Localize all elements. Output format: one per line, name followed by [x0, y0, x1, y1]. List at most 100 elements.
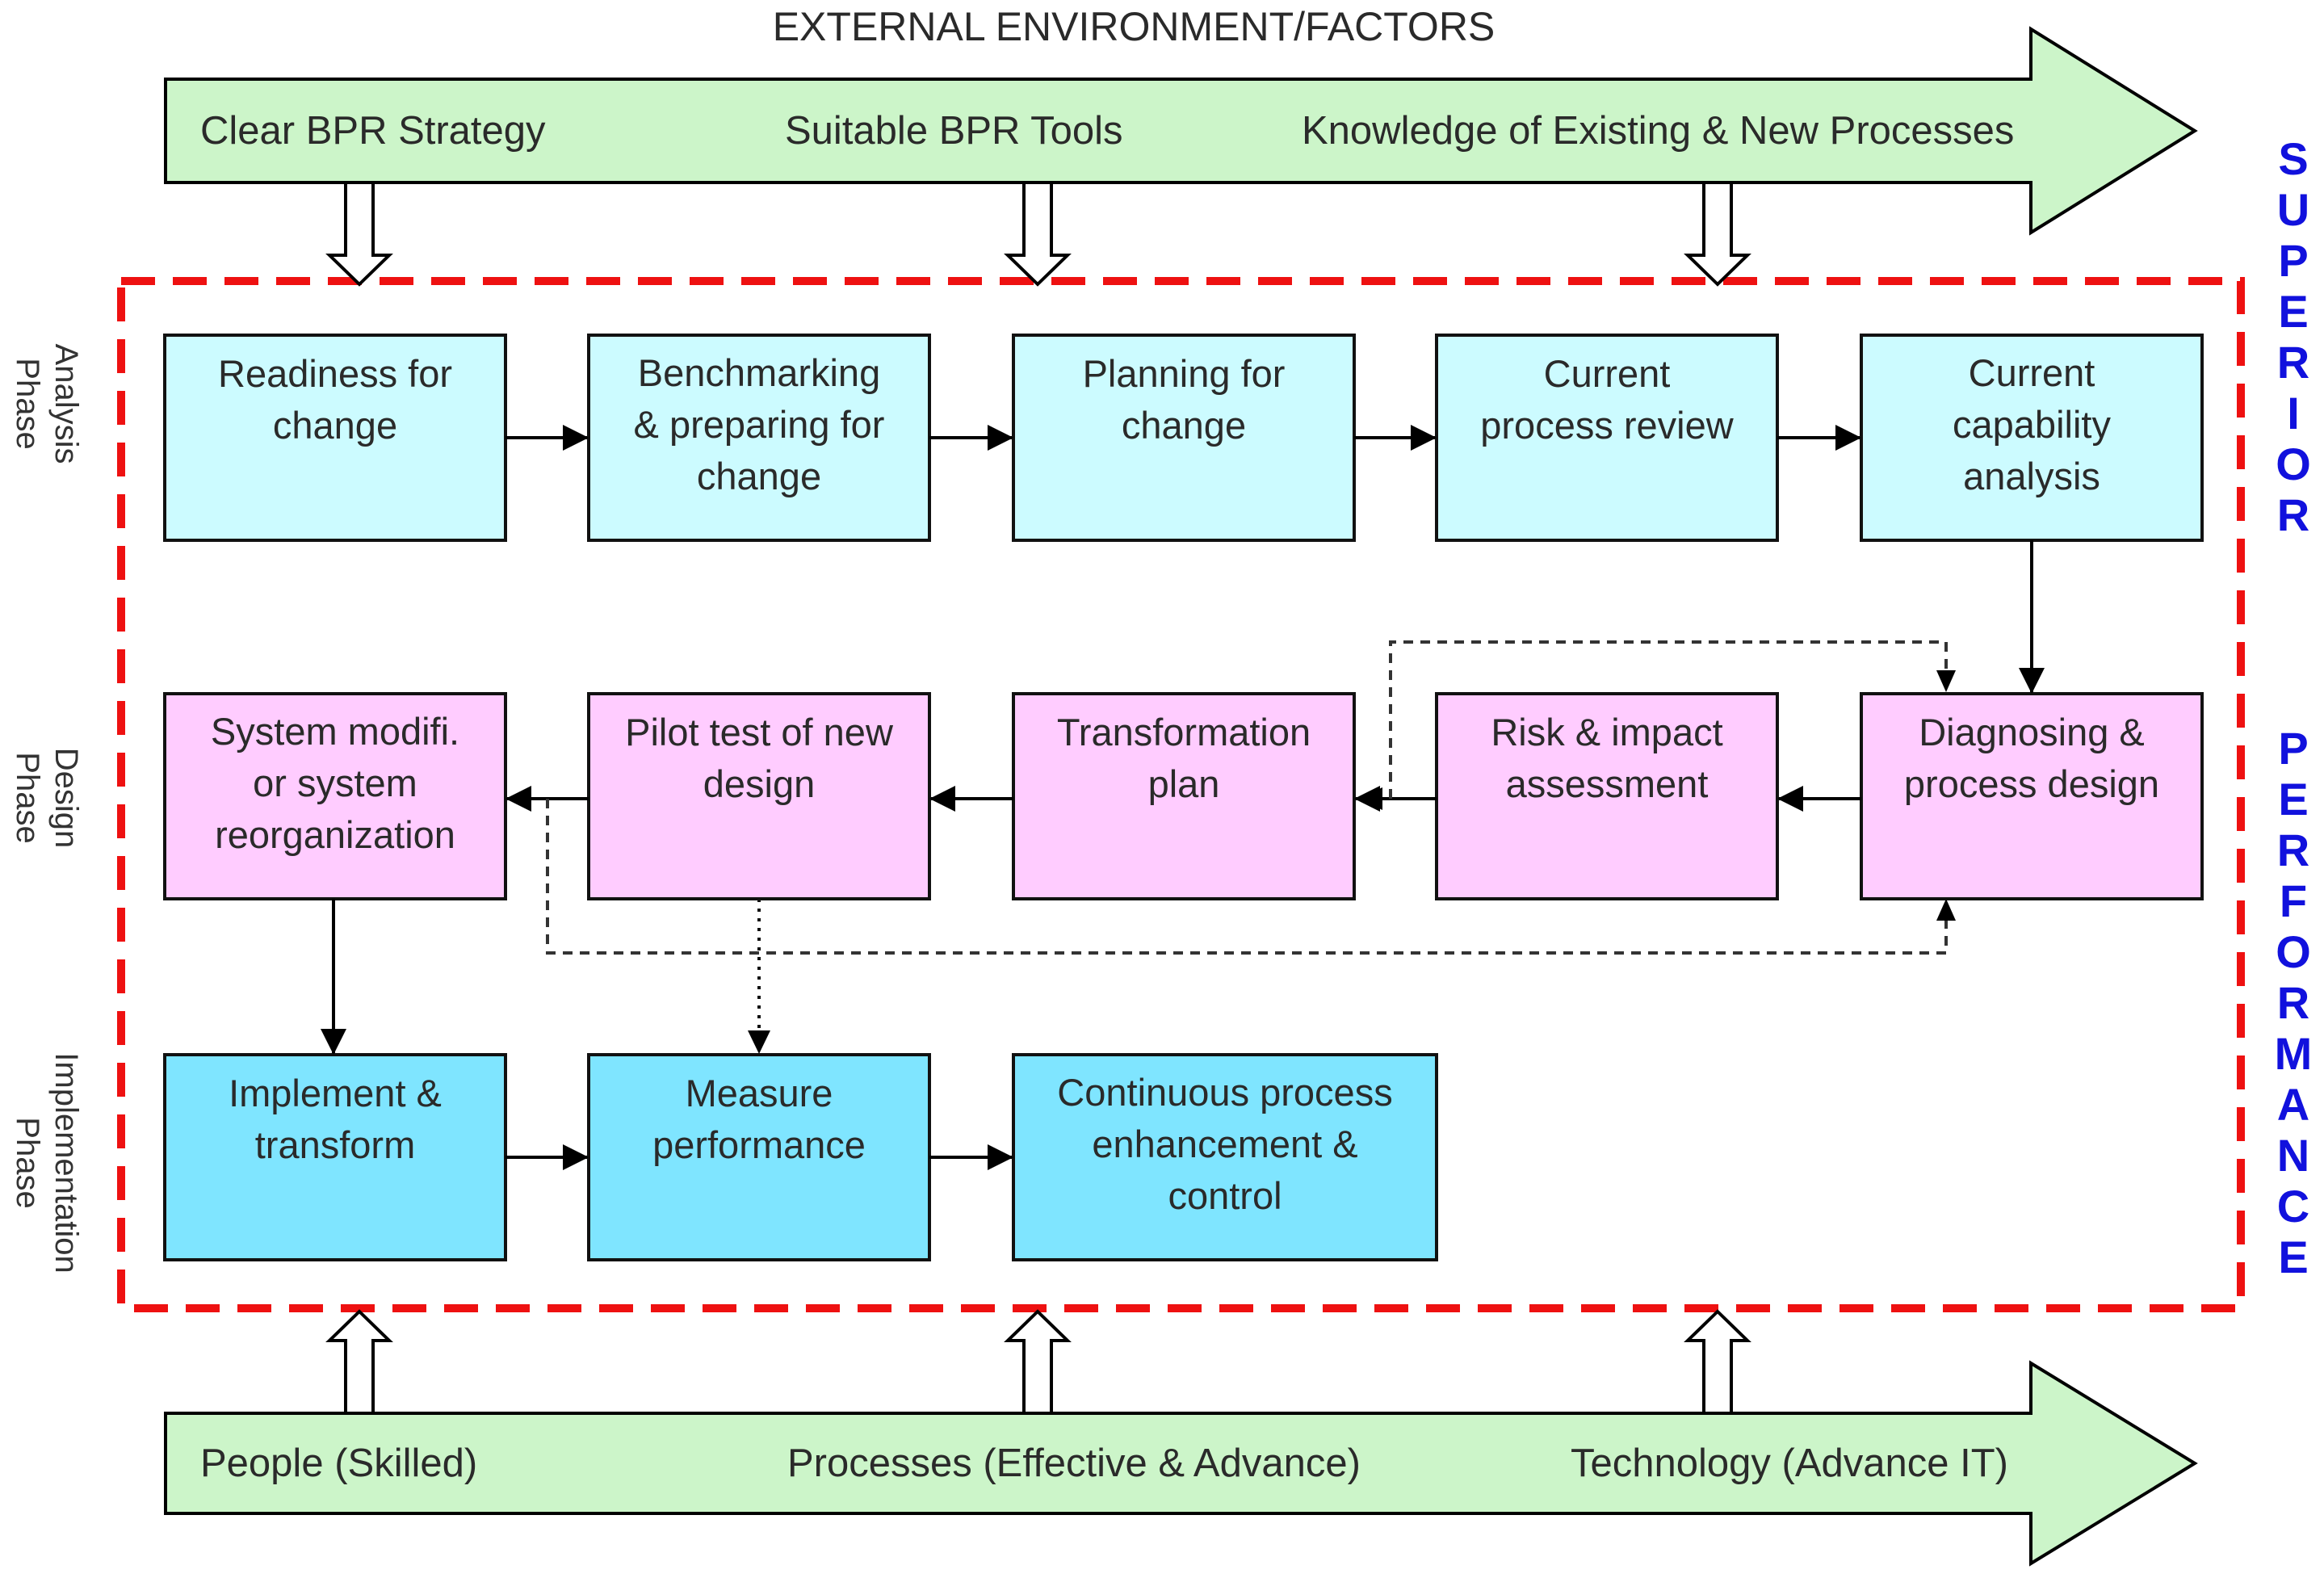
step-line: reorganization [215, 813, 455, 856]
down-arrow-icon [1004, 181, 1072, 287]
phase-label-line: Phase [10, 752, 45, 844]
step-continuous: Continuous process enhancement & control [1013, 1055, 1437, 1234]
step-benchmarking: Benchmarking & preparing for change [589, 335, 929, 514]
step-line: capability [1953, 403, 2111, 446]
step-pilot-test: Pilot test of new design [589, 694, 929, 823]
step-line: System modifi. [210, 710, 460, 753]
side-label-letter: E [2278, 286, 2309, 337]
step-line: enhancement & [1092, 1123, 1358, 1165]
side-label-letter: S [2278, 133, 2309, 184]
side-label-letter: O [2276, 926, 2311, 977]
side-label-letter: R [2276, 825, 2310, 875]
loop-arrowhead-icon [1936, 670, 1956, 692]
phase-label-analysis: Analysis Phase [8, 344, 86, 464]
box-process-review [1435, 334, 1779, 542]
side-label-letter: I [2287, 388, 2300, 439]
bottom-band-arrow [164, 1360, 2198, 1567]
side-label-letter: R [2276, 337, 2310, 388]
step-diagnosing: Diagnosing & process design [1861, 694, 2202, 823]
step-line: performance [652, 1123, 866, 1166]
step-line: control [1168, 1174, 1282, 1217]
step-line: assessment [1505, 762, 1709, 805]
step-system-modification: System modifi. or system reorganization [165, 694, 505, 873]
box-readiness [163, 334, 507, 542]
step-line: Risk & impact [1491, 711, 1723, 753]
step-readiness: Readiness for change [165, 335, 505, 464]
side-label-letter: E [2278, 1232, 2309, 1282]
side-label-letter: N [2276, 1130, 2310, 1181]
phase-label-line: Implementation [48, 1052, 84, 1274]
up-arrow-icon [325, 1309, 393, 1415]
side-label-letter: M [2274, 1028, 2313, 1079]
side-label-letter: P [2278, 723, 2309, 774]
step-line: Continuous process [1057, 1071, 1393, 1114]
step-line: plan [1147, 762, 1220, 805]
step-line: or system [253, 762, 417, 804]
top-band-item-knowledge: Knowledge of Existing & New Processes [1302, 109, 2015, 153]
step-line: change [1121, 404, 1247, 447]
up-arrows [325, 1309, 1751, 1415]
box-capability [1860, 334, 2204, 542]
loop-arrowhead-icon [1936, 899, 1956, 921]
process-frame [117, 277, 2245, 1312]
step-line: analysis [1963, 455, 2100, 497]
box-diagnosing [1860, 692, 2204, 900]
top-band-item-strategy: Clear BPR Strategy [200, 109, 546, 153]
side-label-letter: F [2279, 875, 2308, 926]
box-measure [587, 1053, 931, 1261]
step-implement: Implement & transform [165, 1055, 505, 1184]
loop-pilot-to-diagnosing [546, 799, 1948, 955]
box-continuous [1012, 1053, 1438, 1261]
dotted-arrowhead-icon [748, 1030, 770, 1054]
loop-arrowhead-icon [1359, 787, 1382, 810]
down-arrow-icon [325, 181, 393, 287]
step-line: Measure [685, 1072, 833, 1114]
step-line: Pilot test of new [625, 711, 893, 753]
side-label-letter: U [2276, 184, 2310, 235]
side-label-letter: E [2278, 774, 2309, 825]
phase-label-line: Phase [10, 358, 45, 450]
page-title: EXTERNAL ENVIRONMENT/FACTORS [772, 4, 1495, 49]
step-line: process design [1903, 762, 2160, 805]
step-line: change [696, 455, 822, 497]
box-transformation [1012, 692, 1356, 900]
up-arrow-icon [1684, 1309, 1751, 1415]
box-system-modification [163, 692, 507, 900]
step-line: Implement & [229, 1072, 442, 1114]
step-line: Benchmarking [637, 351, 881, 394]
box-benchmarking [587, 334, 931, 542]
step-line: Diagnosing & [1919, 711, 2145, 753]
step-line: Current [1543, 352, 1671, 395]
up-arrow-icon [1004, 1309, 1072, 1415]
step-risk: Risk & impact assessment [1437, 694, 1777, 823]
step-line: Transformation [1056, 711, 1311, 753]
step-capability: Current capability analysis [1861, 335, 2202, 514]
step-measure: Measure performance [589, 1055, 929, 1184]
step-line: Readiness for [218, 352, 452, 395]
phase-label-implementation: Implementation Phase [8, 1052, 86, 1273]
side-label-letter: A [2276, 1079, 2310, 1130]
step-line: Current [1968, 351, 2095, 394]
bottom-band-item-processes: Processes (Effective & Advance) [787, 1442, 1361, 1485]
phase-label-line: Design [48, 747, 84, 849]
side-label-letter: R [2276, 489, 2310, 540]
side-label-letter: C [2276, 1181, 2310, 1232]
bottom-band-item-people: People (Skilled) [200, 1442, 478, 1485]
step-line: & preparing for [633, 403, 885, 446]
phase-label-line: Phase [10, 1117, 45, 1209]
phase-label-design: Design Phase [8, 748, 86, 849]
bottom-band-item-technology: Technology (Advance IT) [1571, 1442, 2008, 1485]
side-label-letter: O [2276, 439, 2311, 489]
step-line: design [703, 762, 816, 805]
step-line: transform [254, 1123, 416, 1166]
step-line: change [272, 404, 398, 447]
down-arrow-icon [1684, 181, 1751, 287]
side-label-letter: P [2278, 235, 2309, 286]
